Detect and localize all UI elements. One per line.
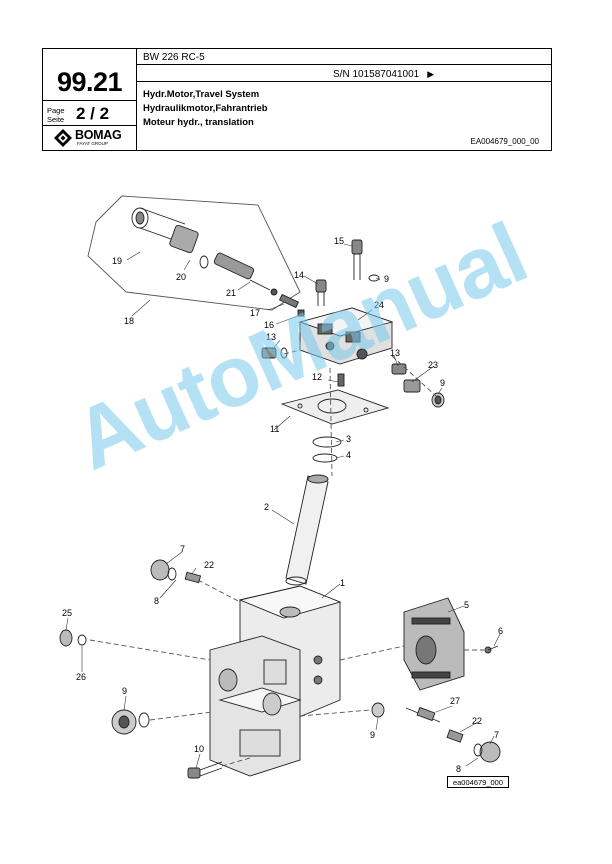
brand-name: BOMAG xyxy=(75,128,122,142)
callout-1: 1 xyxy=(340,578,346,588)
page-number: 2 / 2 xyxy=(76,104,110,123)
callout-5: 5 xyxy=(464,600,470,610)
part-9-plug-lower-left xyxy=(111,709,150,735)
header-divider xyxy=(136,81,551,82)
part-1-main-housing xyxy=(209,585,342,777)
part-22-spring-left xyxy=(184,571,202,584)
part-11-gasket-plate xyxy=(280,389,390,425)
detail-outline xyxy=(87,195,301,311)
part-9-plug-right xyxy=(431,392,445,408)
serial-text: S/N 101587041001 xyxy=(333,69,420,80)
exploded-view-svg xyxy=(59,195,501,779)
callout-10: 10 xyxy=(194,744,205,754)
part-9-washer-top xyxy=(368,274,380,282)
part-2-tube xyxy=(285,474,329,586)
machine-model: BW 226 RC-5 xyxy=(143,52,205,63)
page-label: Page Seite xyxy=(47,106,65,124)
callout-9a: 9 xyxy=(384,274,390,284)
part-12-nozzle xyxy=(337,373,345,387)
callout-27: 27 xyxy=(450,696,461,706)
callout-6: 6 xyxy=(498,626,504,636)
header-divider xyxy=(136,64,551,65)
part-7-cap-right xyxy=(473,741,501,763)
callout-23: 23 xyxy=(428,360,439,370)
callout-8b: 8 xyxy=(456,764,462,774)
part-4-ring xyxy=(312,453,338,463)
callout-26: 26 xyxy=(76,672,87,682)
part-20-oring xyxy=(199,255,209,269)
part-24-valve-block xyxy=(298,307,394,365)
callout-9d: 9 xyxy=(370,730,376,740)
page-label-de: Seite xyxy=(47,115,65,124)
header-table: BW 226 RC-5 S/N 101587041001 ▶ 99.21 Page… xyxy=(42,48,552,151)
callout-15: 15 xyxy=(334,236,345,246)
play-arrow-icon: ▶ xyxy=(427,69,435,79)
part-15-screw xyxy=(351,239,363,280)
bomag-diamond-icon xyxy=(54,129,72,147)
figure-reference: ea004679_000 xyxy=(447,776,509,788)
section-number: 99.21 xyxy=(56,67,123,97)
title-german: Hydraulikmotor,Fahrantrieb xyxy=(143,103,268,114)
part-5-cover xyxy=(403,597,465,691)
part-23-fitting xyxy=(403,379,421,393)
part-13-plug-right xyxy=(391,363,407,375)
callout-22a: 22 xyxy=(204,560,215,570)
part-27-pin xyxy=(405,706,441,723)
callout-16: 16 xyxy=(264,320,275,330)
document-reference: EA004679_000_00 xyxy=(470,137,539,146)
part-25-plug xyxy=(59,629,87,647)
part-17-valve xyxy=(278,293,305,317)
leader-lines xyxy=(65,243,501,769)
title-french: Moteur hydr., translation xyxy=(143,117,254,128)
callout-25: 25 xyxy=(62,608,73,618)
callout-14: 14 xyxy=(294,270,305,280)
callout-7b: 7 xyxy=(494,730,500,740)
callout-24: 24 xyxy=(374,300,385,310)
callout-7a: 7 xyxy=(180,544,186,554)
serial-number: S/N 101587041001 ▶ xyxy=(333,69,434,80)
callout-22b: 22 xyxy=(472,716,483,726)
callout-19: 19 xyxy=(112,256,123,266)
callout-8a: 8 xyxy=(154,596,160,606)
part-21-spool xyxy=(213,252,278,296)
callout-13b: 13 xyxy=(390,348,401,358)
part-3-oring xyxy=(312,436,342,448)
callout-18: 18 xyxy=(124,316,135,326)
callout-4: 4 xyxy=(346,450,352,460)
callout-17: 17 xyxy=(250,308,261,318)
brand-subtitle: FAYAT GROUP xyxy=(77,141,108,146)
callout-2: 2 xyxy=(264,502,270,512)
assembly-lines xyxy=(89,349,484,767)
part-10-screw xyxy=(187,761,223,779)
header-divider xyxy=(43,100,136,101)
callout-9c: 9 xyxy=(122,686,128,696)
bomag-logo: BOMAG FAYAT GROUP xyxy=(53,128,133,148)
callout-11: 11 xyxy=(270,424,280,434)
callout-9b: 9 xyxy=(440,378,446,388)
header-divider xyxy=(43,125,136,126)
callout-12: 12 xyxy=(312,372,323,382)
page-label-en: Page xyxy=(47,106,65,115)
part-6-screw xyxy=(484,645,499,654)
callout-21: 21 xyxy=(226,288,237,298)
callout-13a: 13 xyxy=(266,332,277,342)
title-english: Hydr.Motor,Travel System xyxy=(143,89,260,100)
callout-3: 3 xyxy=(346,434,352,444)
part-22-spring-right xyxy=(446,729,464,743)
part-14-screw xyxy=(315,279,327,306)
exploded-view-drawing: 19 20 21 18 15 14 9 17 16 24 13 13 23 12… xyxy=(0,160,612,840)
part-9-plug-lower-right xyxy=(371,702,385,718)
callout-20: 20 xyxy=(176,272,187,282)
part-19-adapter xyxy=(131,207,199,254)
header-divider xyxy=(136,49,137,150)
part-7-cap-left xyxy=(150,559,177,581)
